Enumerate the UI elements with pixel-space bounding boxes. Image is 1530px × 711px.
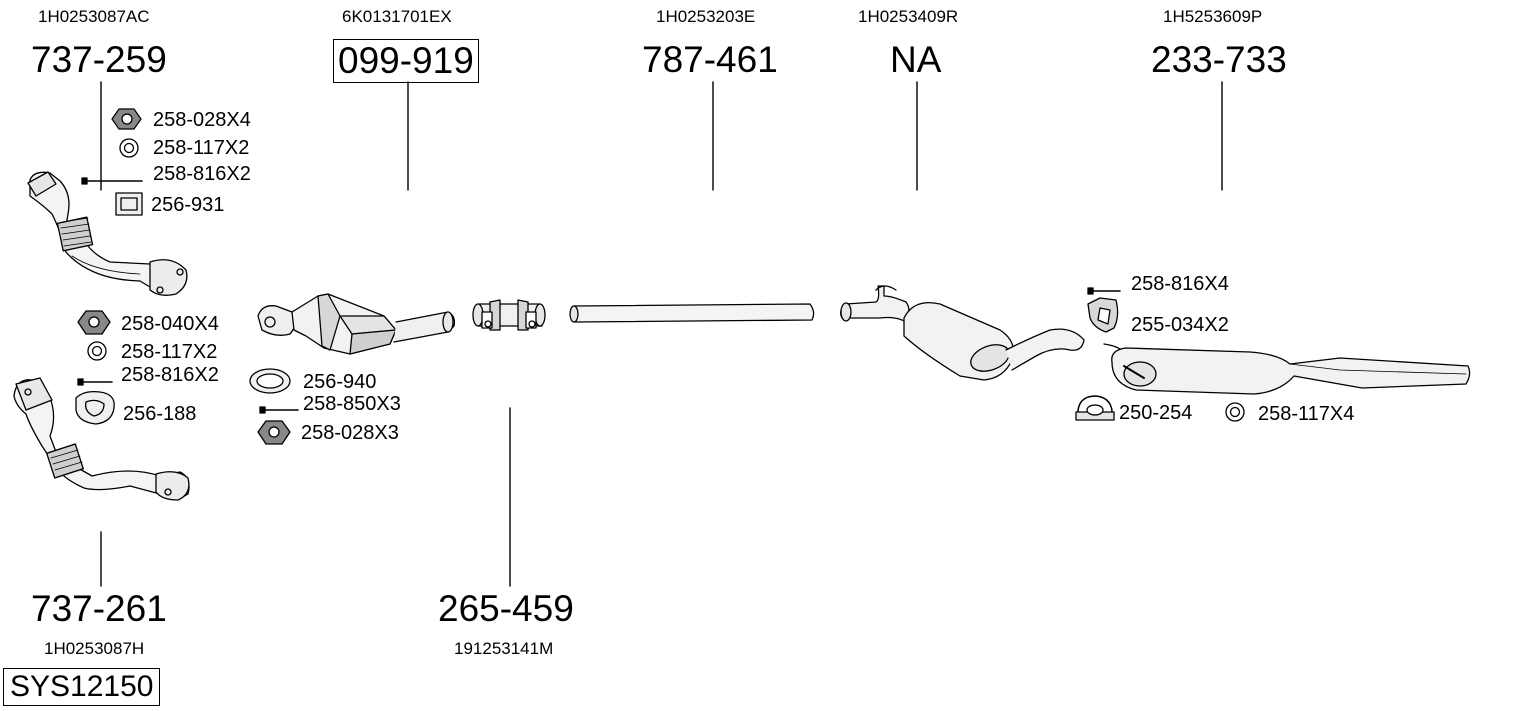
leader-lines — [100, 81, 1223, 587]
accessory-label[interactable]: 258-117X2 — [121, 341, 218, 363]
oe-number-front-pipe-2: 1H0253087H — [44, 639, 145, 658]
accessory-label[interactable]: 258-816X4 — [1131, 273, 1229, 295]
accessory-label[interactable]: 250-254 — [1119, 402, 1193, 424]
accessory-label[interactable]: 258-117X4 — [1258, 403, 1355, 425]
accessory-label[interactable]: 258-028X4 — [153, 109, 251, 131]
accessory-label[interactable]: 258-850X3 — [303, 393, 401, 415]
accessory-label[interactable]: 258-028X3 — [301, 422, 399, 444]
oe-number-middle-pipe: 1H0253203E — [656, 7, 756, 26]
system-code: SYS12150 — [3, 668, 161, 706]
accessory-label[interactable]: 258-816X2 — [121, 364, 219, 386]
middle-silencer-drawing — [840, 285, 1085, 381]
oe-number-catalyst: 6K0131701EX — [342, 7, 452, 26]
washer-icon — [87, 341, 107, 361]
accessory-label[interactable]: 258-040X4 — [121, 313, 219, 335]
rear-silencer-drawing — [1103, 343, 1471, 395]
bolt-icon — [77, 378, 113, 386]
hex-nut-icon — [257, 420, 291, 445]
part-number-front-pipe-2[interactable]: 737-261 — [31, 588, 167, 629]
catalyst-drawing — [257, 293, 456, 355]
accessory-label[interactable]: 256-931 — [151, 194, 225, 216]
oe-number-middle-silencer: 1H0253409R — [858, 7, 959, 26]
part-number-rear-silencer[interactable]: 233-733 — [1151, 39, 1287, 80]
part-number-clamp[interactable]: 265-459 — [438, 588, 574, 629]
washer-icon — [119, 138, 139, 158]
u-clamp-icon — [1075, 395, 1115, 421]
front-pipe-upper-drawing — [27, 171, 188, 296]
part-number-middle-pipe[interactable]: 787-461 — [642, 39, 778, 80]
accessory-label[interactable]: 255-034X2 — [1131, 314, 1229, 336]
bolt-icon — [81, 177, 143, 185]
front-pipe-lower-drawing — [13, 377, 190, 501]
oe-number-front-pipe-1: 1H0253087AC — [38, 7, 150, 26]
middle-pipe-drawing — [569, 303, 815, 323]
accessory-label[interactable]: 256-940 — [303, 371, 377, 393]
hex-nut-icon — [77, 310, 111, 335]
bolt-icon — [1087, 287, 1121, 295]
washer-icon — [1225, 402, 1245, 422]
part-number-catalyst[interactable]: 099-919 — [333, 39, 479, 83]
part-number-middle-silencer[interactable]: NA — [890, 39, 942, 80]
ring-gasket-icon — [249, 368, 291, 394]
accessory-label[interactable]: 258-816X2 — [153, 163, 251, 185]
bolt-icon — [259, 406, 299, 414]
gasket-icon — [115, 192, 143, 216]
accessory-label[interactable]: 256-188 — [123, 403, 197, 425]
accessory-label[interactable]: 258-117X2 — [153, 137, 250, 159]
oe-number-rear-silencer: 1H5253609P — [1163, 7, 1263, 26]
hanger-icon — [1087, 297, 1119, 333]
part-number-front-pipe-1[interactable]: 737-259 — [31, 39, 167, 80]
oe-number-clamp: 191253141M — [454, 639, 554, 658]
hex-nut-icon — [111, 108, 142, 130]
clamp-drawing — [472, 299, 546, 331]
gasket-icon — [75, 390, 115, 425]
